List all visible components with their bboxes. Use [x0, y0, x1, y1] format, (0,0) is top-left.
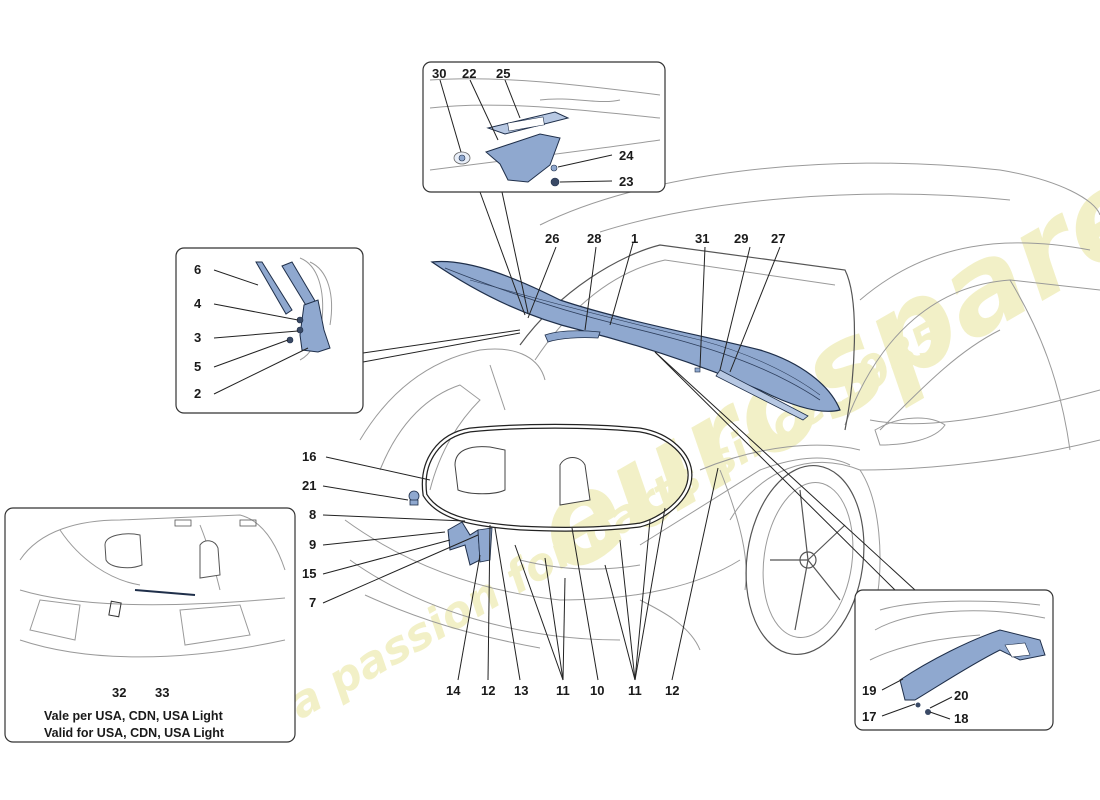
callout-17: 17 [862, 709, 876, 724]
callout-10: 10 [590, 683, 604, 698]
main-callouts: 26 28 1 31 29 27 16 21 8 9 15 7 14 12 13… [302, 231, 785, 698]
callout-25: 25 [496, 66, 510, 81]
inset-usa-version: 32 33 Vale per USA, CDN, USA Light Valid… [4, 507, 296, 743]
callout-22: 22 [462, 66, 476, 81]
callout-14: 14 [446, 683, 461, 698]
callout-27: 27 [771, 231, 785, 246]
callout-6: 6 [194, 262, 201, 277]
callout-33: 33 [155, 685, 169, 700]
callout-26: 26 [545, 231, 559, 246]
callout-20: 20 [954, 688, 968, 703]
trunk-seal [421, 423, 693, 532]
callout-19: 19 [862, 683, 876, 698]
bonnet-panel [430, 260, 841, 421]
callout-21: 21 [302, 478, 316, 493]
callout-5: 5 [194, 359, 201, 374]
callout-1: 1 [631, 231, 638, 246]
callout-4: 4 [194, 296, 202, 311]
callout-15: 15 [302, 566, 316, 581]
car-body [344, 162, 1100, 656]
callout-28: 28 [587, 231, 601, 246]
callout-32: 32 [112, 685, 126, 700]
callout-31: 31 [695, 231, 709, 246]
inset-lower-panel: 19 17 20 18 [854, 589, 1054, 731]
callout-13: 13 [514, 683, 528, 698]
callout-30: 30 [432, 66, 446, 81]
callout-23: 23 [619, 174, 633, 189]
callout-18: 18 [954, 711, 968, 726]
inset-gas-strut: 6 4 3 5 2 [175, 247, 364, 414]
callout-29: 29 [734, 231, 748, 246]
callout-9: 9 [309, 537, 316, 552]
applicability-note-it: Vale per USA, CDN, USA Light [44, 709, 224, 723]
callout-11-left: 11 [556, 683, 570, 698]
inset-bonnet-latch: 30 22 25 24 23 [422, 61, 666, 193]
callout-3: 3 [194, 330, 201, 345]
latch-assembly [408, 490, 493, 566]
callout-12-right: 12 [665, 683, 679, 698]
callout-8: 8 [309, 507, 316, 522]
callout-16: 16 [302, 449, 316, 464]
callout-12-left: 12 [481, 683, 495, 698]
callout-24: 24 [619, 148, 634, 163]
callout-2: 2 [194, 386, 201, 401]
applicability-note-en: Valid for USA, CDN, USA Light [44, 726, 225, 740]
callout-7: 7 [309, 595, 316, 610]
callout-11-right: 11 [628, 683, 642, 698]
